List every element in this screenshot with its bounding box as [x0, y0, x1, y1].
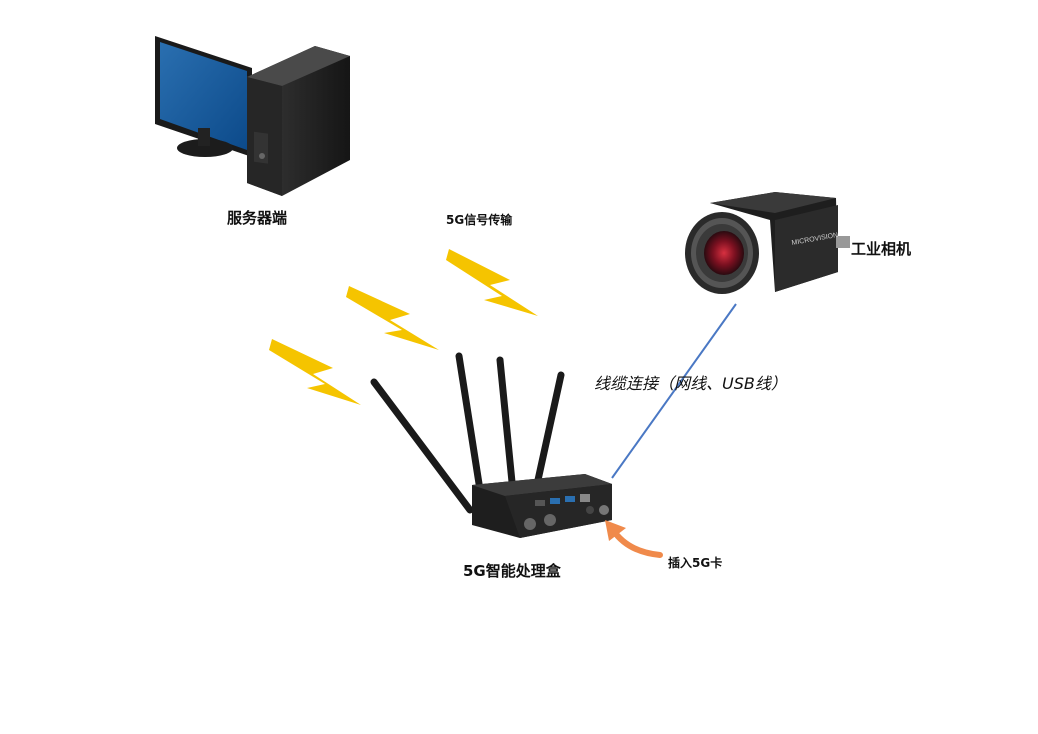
- sim-label: 插入5G卡: [668, 556, 723, 570]
- signal-label: 5G信号传输: [446, 213, 513, 227]
- computer-icon: [155, 36, 350, 196]
- box-label: 5G智能处理盒: [463, 562, 561, 580]
- server-label: 服务器端: [227, 209, 288, 227]
- sim-arrow: [605, 520, 663, 558]
- edge-router-icon: [370, 352, 612, 538]
- camera-label: 工业相机: [851, 240, 912, 258]
- cable-line: [611, 303, 737, 479]
- cable-label: 线缆连接（网线、USB线）: [594, 374, 787, 393]
- lightning-signal-icon: [269, 249, 538, 405]
- industrial-camera-icon: MICROVISION: [685, 192, 850, 294]
